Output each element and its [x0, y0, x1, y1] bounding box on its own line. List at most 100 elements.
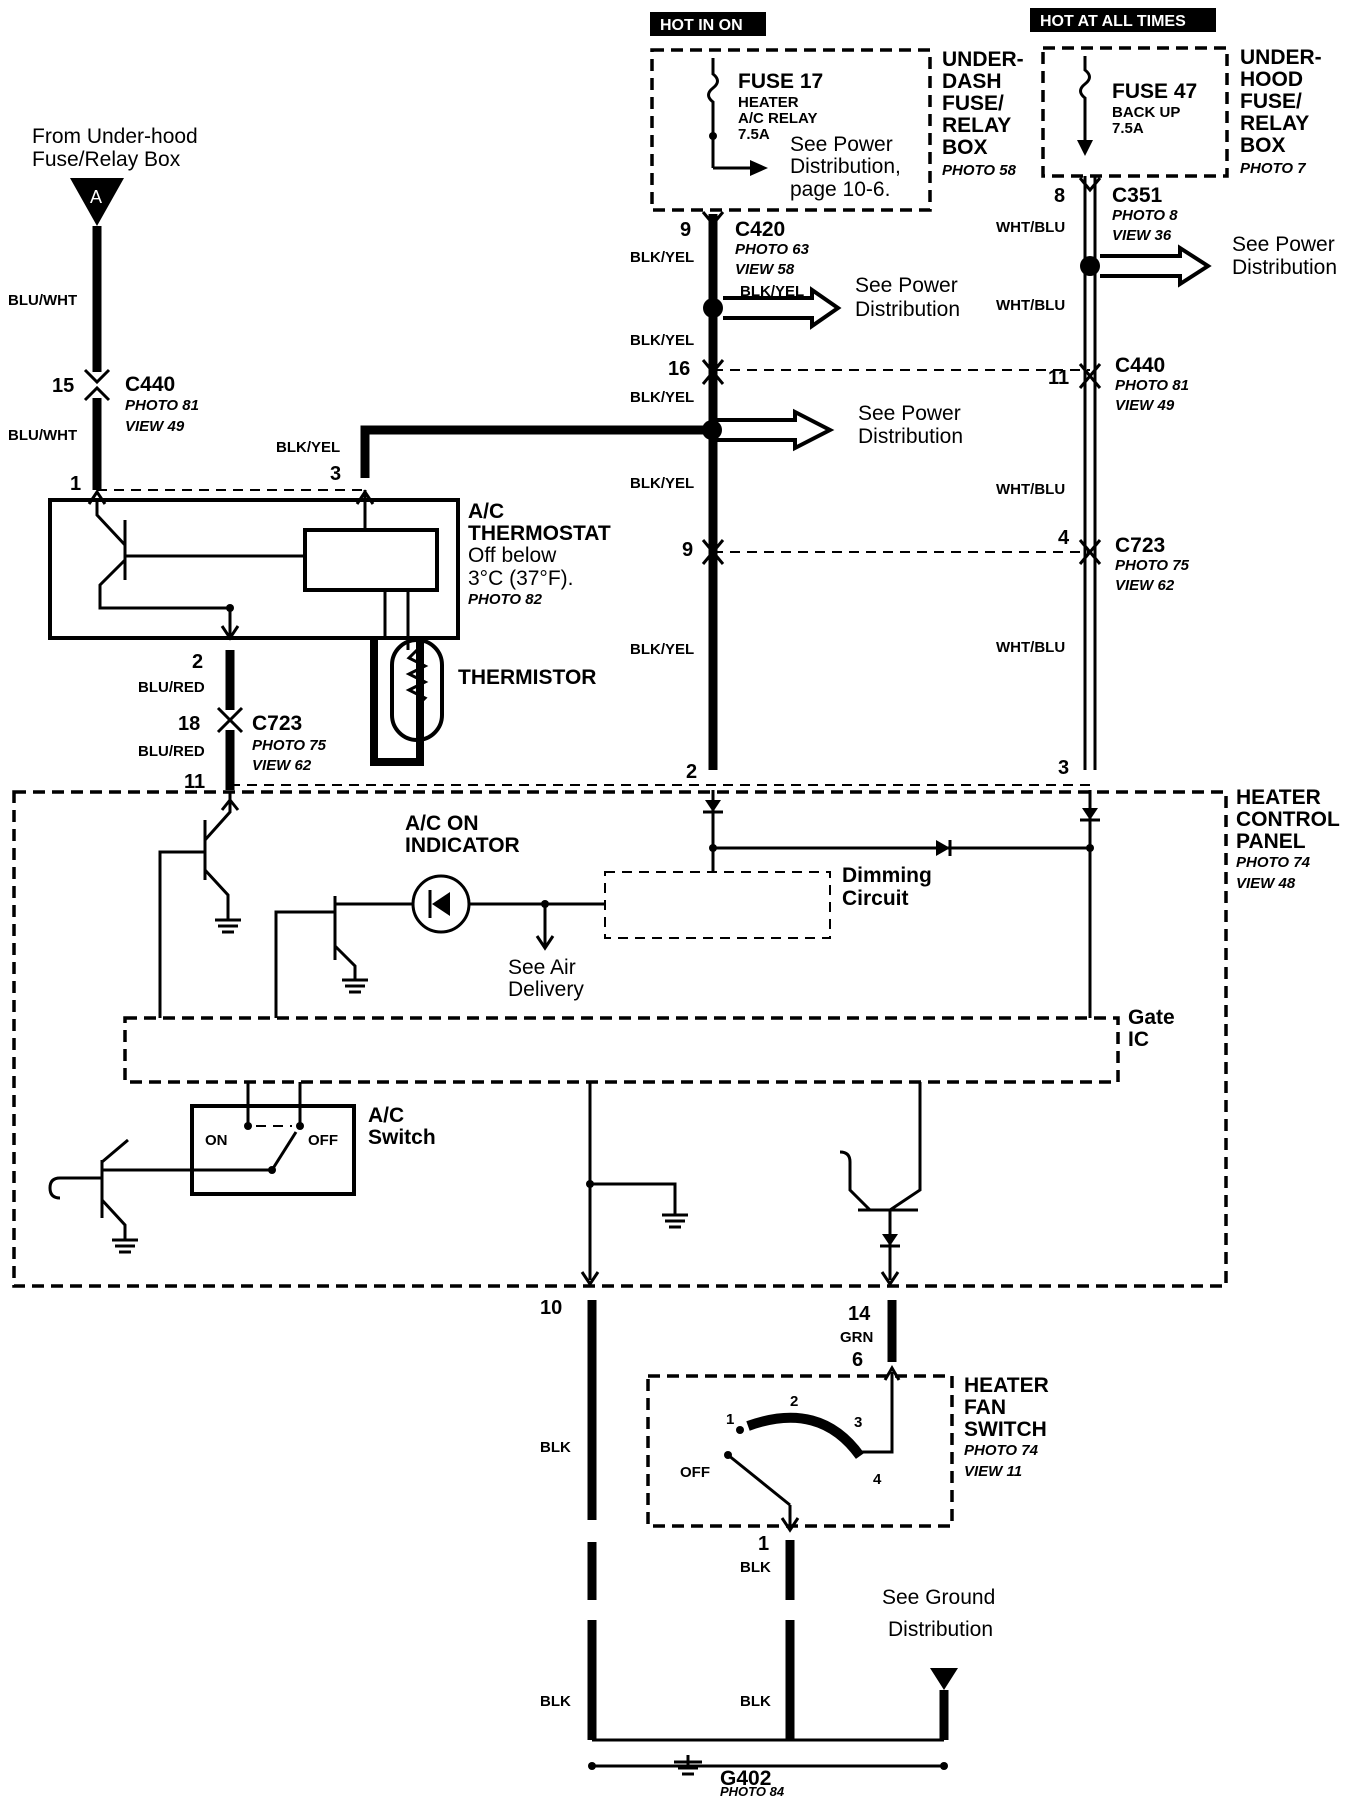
svg-text:See Power: See Power — [855, 274, 958, 297]
svg-text:4: 4 — [1058, 527, 1070, 549]
connector-c440: C440 — [125, 373, 175, 396]
svg-text:VIEW 62: VIEW 62 — [252, 757, 312, 774]
svg-text:PHOTO 81: PHOTO 81 — [1115, 377, 1189, 394]
svg-text:Off below: Off below — [468, 544, 557, 567]
hot-in-on-header: HOT IN ON — [650, 12, 766, 36]
svg-text:BLU/RED: BLU/RED — [138, 679, 205, 696]
svg-text:PHOTO 63: PHOTO 63 — [735, 241, 810, 258]
svg-text:6: 6 — [852, 1349, 863, 1371]
svg-text:page 10-6.: page 10-6. — [790, 178, 890, 201]
svg-text:WHT/BLU: WHT/BLU — [996, 481, 1065, 498]
svg-text:14: 14 — [848, 1303, 871, 1325]
underhood-fuse-relay-box: FUSE 47 BACK UP 7.5A UNDER- HOOD FUSE/ R… — [1041, 46, 1322, 178]
svg-text:VIEW 49: VIEW 49 — [125, 418, 185, 435]
svg-text:THERMOSTAT: THERMOSTAT — [468, 522, 611, 545]
svg-text:DASH: DASH — [942, 70, 1002, 93]
svg-text:A/C RELAY: A/C RELAY — [738, 110, 817, 127]
svg-text:ON: ON — [205, 1132, 228, 1149]
svg-text:FUSE/: FUSE/ — [1240, 90, 1302, 113]
svg-text:PHOTO 74: PHOTO 74 — [1236, 854, 1311, 871]
svg-text:PANEL: PANEL — [1236, 830, 1306, 853]
svg-text:See Power: See Power — [790, 133, 893, 156]
svg-text:CONTROL: CONTROL — [1236, 808, 1340, 831]
svg-text:7.5A: 7.5A — [1112, 120, 1144, 137]
svg-text:Dimming: Dimming — [842, 864, 932, 887]
svg-text:VIEW 62: VIEW 62 — [1115, 577, 1175, 594]
svg-text:FUSE/: FUSE/ — [942, 92, 1004, 115]
svg-text:15: 15 — [52, 375, 74, 397]
svg-text:UNDER-: UNDER- — [942, 48, 1024, 71]
svg-text:See Power: See Power — [858, 402, 961, 425]
svg-text:8: 8 — [1054, 185, 1065, 207]
svg-text:WHT/BLU: WHT/BLU — [996, 219, 1065, 236]
wire-label-blu-wht: BLU/WHT — [8, 292, 77, 309]
svg-text:A/C ON: A/C ON — [405, 812, 479, 835]
svg-text:VIEW 48: VIEW 48 — [1236, 875, 1296, 892]
svg-text:BACK UP: BACK UP — [1112, 104, 1180, 121]
svg-text:2: 2 — [686, 761, 697, 783]
svg-text:INDICATOR: INDICATOR — [405, 834, 520, 857]
svg-text:BLK: BLK — [540, 1693, 571, 1710]
svg-text:2: 2 — [192, 651, 203, 673]
svg-text:BLU/RED: BLU/RED — [138, 743, 205, 760]
svg-text:G402: G402 — [720, 1767, 771, 1790]
connector-c351: C351 — [1112, 184, 1163, 207]
svg-text:9: 9 — [680, 219, 691, 241]
source-connector-a: From Under-hood Fuse/Relay Box A — [32, 125, 198, 226]
svg-text:RELAY: RELAY — [942, 114, 1011, 137]
svg-text:4: 4 — [873, 1471, 882, 1488]
svg-text:PHOTO 58: PHOTO 58 — [942, 162, 1017, 179]
ac-thermostat: A/C THERMOSTAT Off below 3°C (37°F). PHO… — [48, 489, 611, 650]
svg-text:2: 2 — [790, 1393, 798, 1410]
svg-text:A/C: A/C — [368, 1104, 404, 1127]
svg-text:3°C (37°F).: 3°C (37°F). — [468, 567, 573, 590]
svg-text:BOX: BOX — [1240, 134, 1286, 157]
svg-text:BLK/YEL: BLK/YEL — [630, 389, 694, 406]
svg-text:Distribution,: Distribution, — [790, 155, 901, 178]
hot-at-all-times-header: HOT AT ALL TIMES — [1030, 8, 1216, 32]
svg-text:See Power: See Power — [1232, 233, 1335, 256]
svg-text:Gate: Gate — [1128, 1006, 1175, 1029]
svg-text:UNDER-: UNDER- — [1240, 46, 1322, 69]
svg-text:SWITCH: SWITCH — [964, 1418, 1047, 1441]
svg-text:PHOTO 84: PHOTO 84 — [720, 1784, 785, 1796]
svg-text:HEATER: HEATER — [1236, 786, 1321, 809]
svg-text:BLK/YEL: BLK/YEL — [630, 641, 694, 658]
connector-c440-right: C440 — [1115, 354, 1165, 377]
svg-text:BLK/YEL: BLK/YEL — [276, 439, 340, 456]
thermistor: THERMISTOR — [370, 638, 596, 766]
svg-text:A/C: A/C — [468, 500, 504, 523]
svg-text:Circuit: Circuit — [842, 887, 909, 910]
svg-text:VIEW 49: VIEW 49 — [1115, 397, 1175, 414]
svg-text:HEATER: HEATER — [964, 1374, 1049, 1397]
svg-text:PHOTO 81: PHOTO 81 — [125, 397, 199, 414]
ground-g402: G402 PHOTO 84 — [588, 1738, 948, 1796]
svg-text:7.5A: 7.5A — [738, 126, 770, 143]
svg-text:VIEW 58: VIEW 58 — [735, 261, 795, 278]
svg-text:1: 1 — [758, 1533, 769, 1555]
svg-text:PHOTO 7: PHOTO 7 — [1240, 160, 1306, 177]
svg-text:FUSE 47: FUSE 47 — [1112, 80, 1197, 103]
svg-text:Delivery: Delivery — [508, 978, 584, 1001]
svg-text:1: 1 — [726, 1411, 734, 1428]
svg-text:PHOTO 75: PHOTO 75 — [252, 737, 327, 754]
svg-text:HOT IN ON: HOT IN ON — [660, 17, 743, 34]
heater-fan-switch: 1 2 3 4 OFF HEATER FAN SWITCH PHOTO 74 V… — [646, 1365, 1049, 1533]
svg-text:OFF: OFF — [308, 1132, 338, 1149]
svg-text:PHOTO 82: PHOTO 82 — [468, 591, 543, 608]
svg-text:PHOTO 8: PHOTO 8 — [1112, 207, 1178, 224]
svg-text:9: 9 — [682, 539, 693, 561]
svg-text:See Air: See Air — [508, 956, 576, 979]
svg-text:1: 1 — [70, 473, 81, 495]
svg-text:FUSE 17: FUSE 17 — [738, 70, 823, 93]
svg-text:BLK/YEL: BLK/YEL — [630, 475, 694, 492]
svg-text:HOOD: HOOD — [1240, 68, 1303, 91]
svg-text:BOX: BOX — [942, 136, 988, 159]
svg-text:Distribution: Distribution — [1232, 256, 1337, 279]
svg-text:FAN: FAN — [964, 1396, 1006, 1419]
svg-text:BLK/YEL: BLK/YEL — [630, 249, 694, 266]
svg-text:WHT/BLU: WHT/BLU — [996, 297, 1065, 314]
connector-c420: C420 — [735, 218, 785, 241]
svg-text:A: A — [90, 187, 102, 207]
